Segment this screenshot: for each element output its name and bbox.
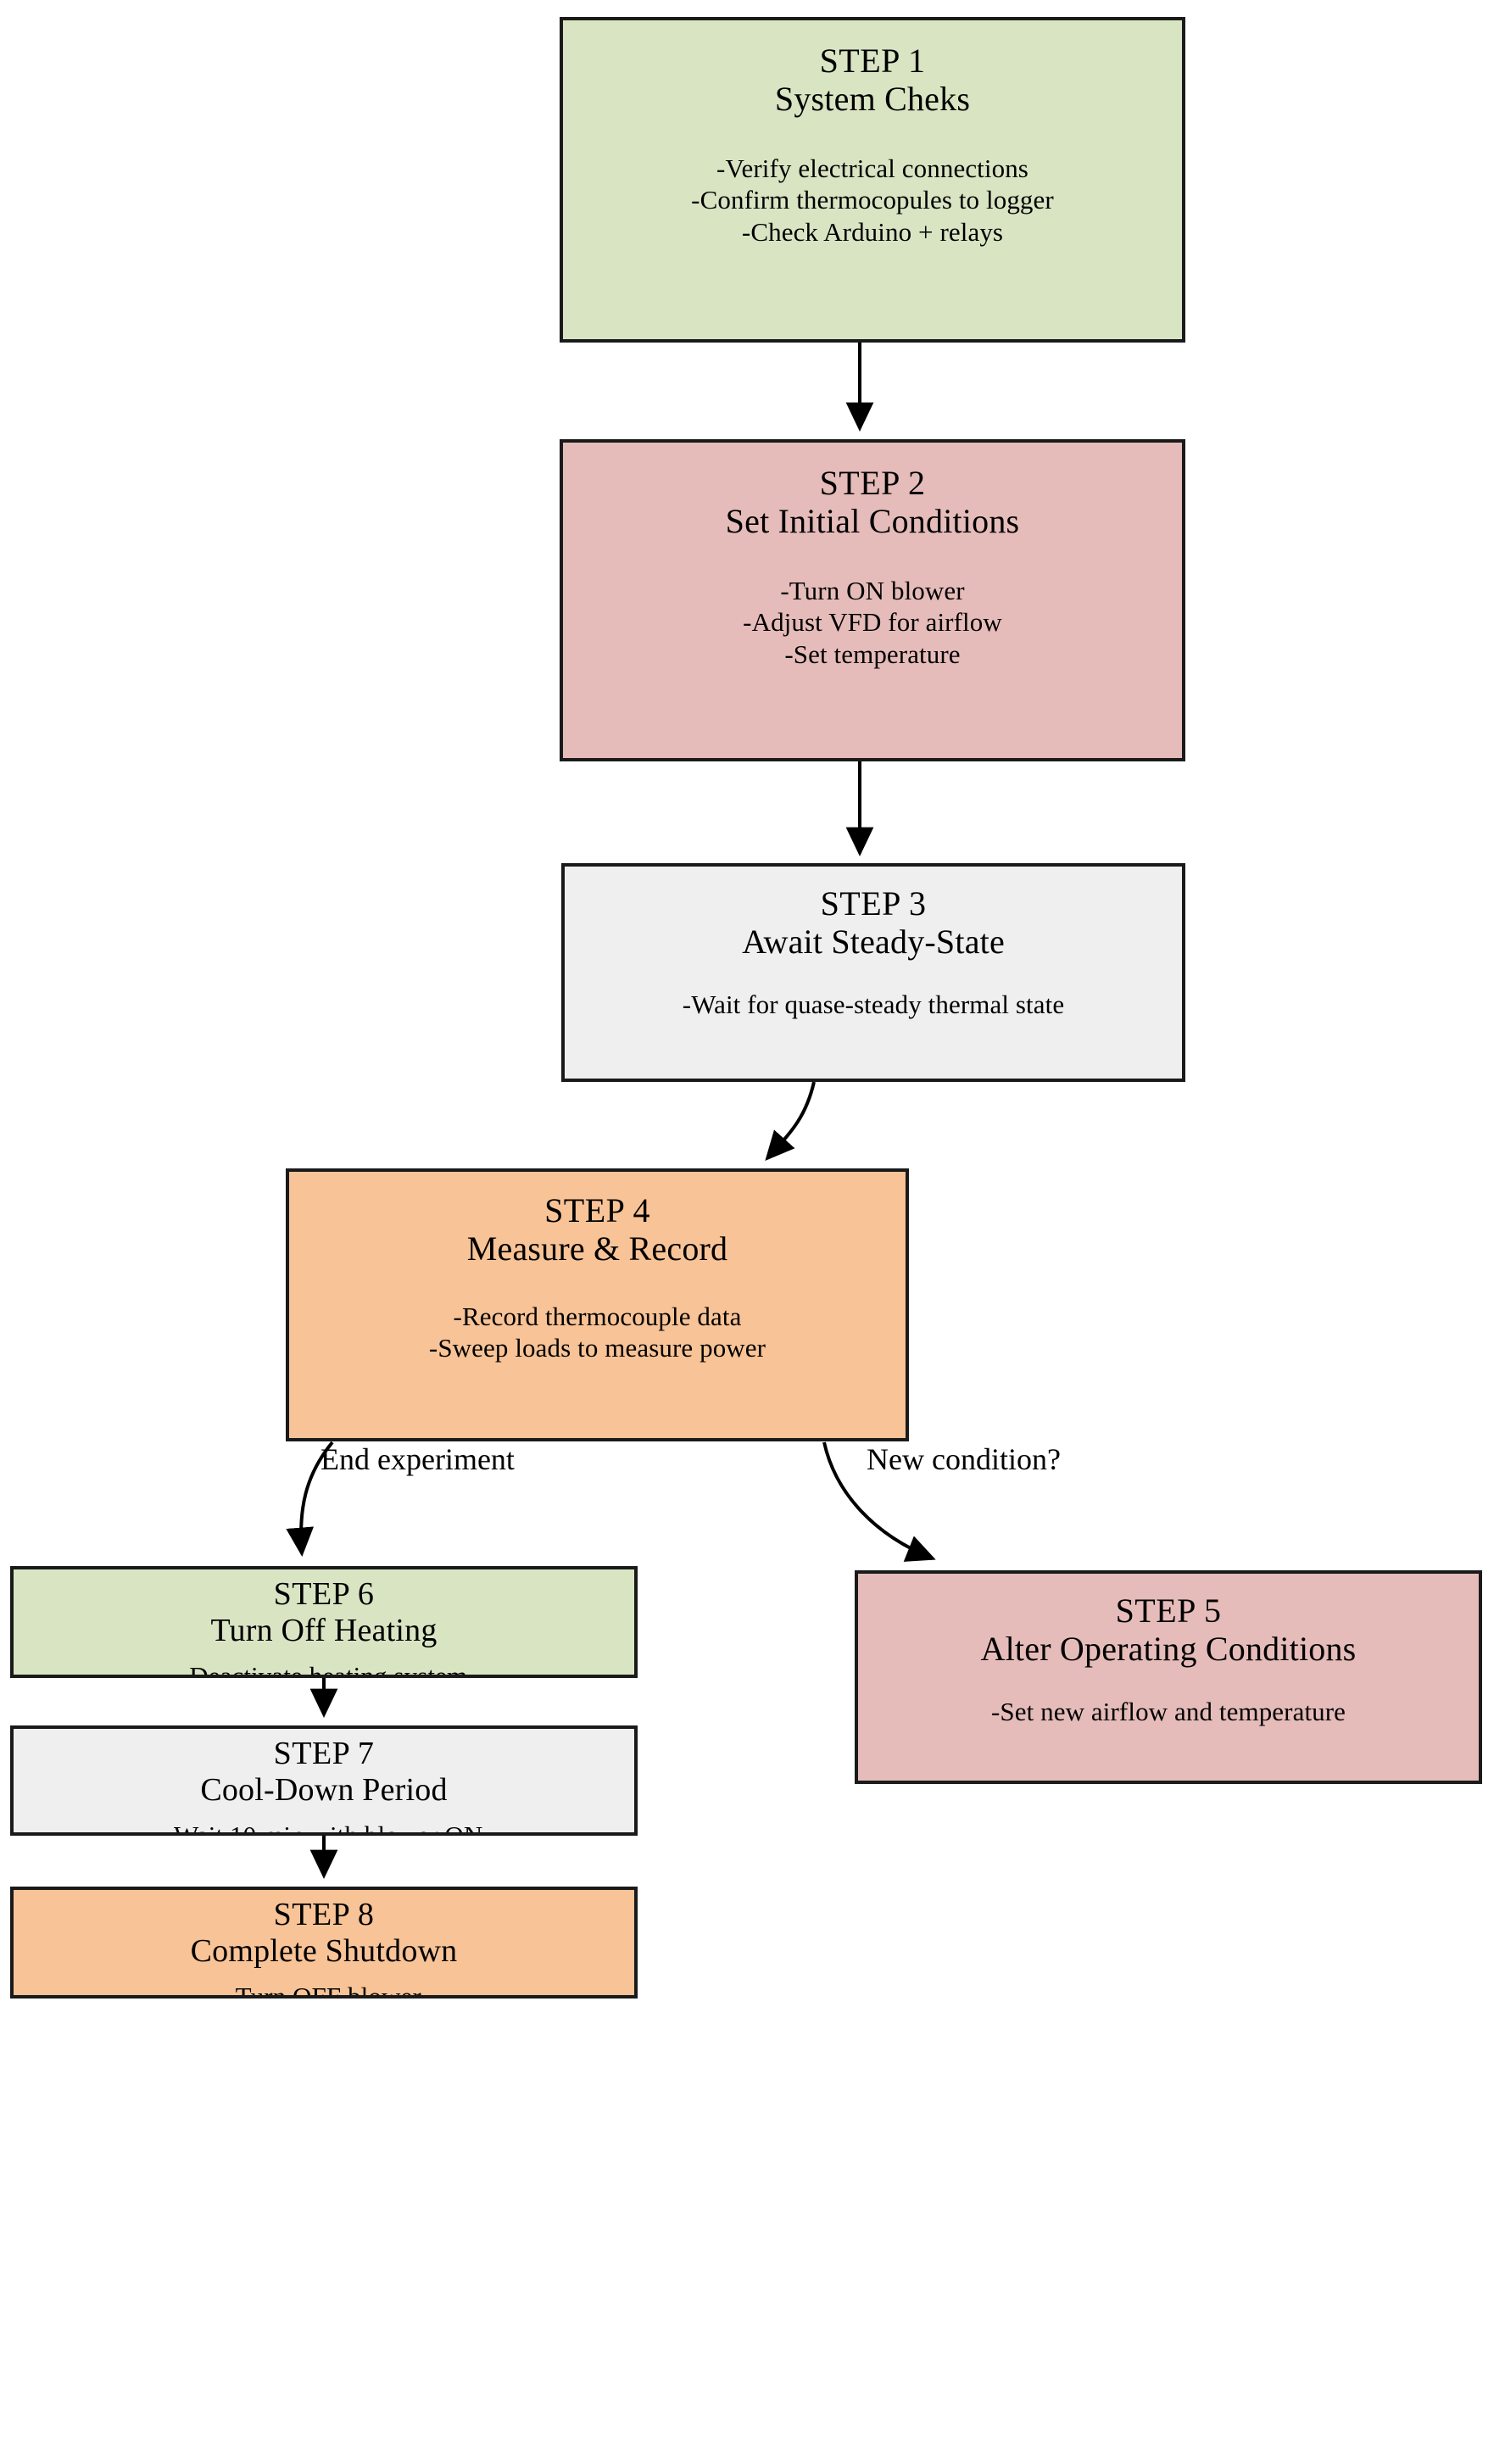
node-title-step7: STEP 7 Cool-Down Period [14,1736,634,1808]
node-step-id-step4: STEP 4 [544,1191,650,1229]
node-bullet: -Verify electrical connections [716,153,1028,183]
node-bullets-step2: -Turn ON blower -Adjust VFD for airflow … [563,575,1182,671]
edge-label-new-condition: New condition? [867,1442,1061,1476]
node-bullet: -Deactivate heating system [180,1661,468,1678]
flow-node-step2[interactable]: STEP 2 Set Initial Conditions -Turn ON b… [560,439,1185,761]
edge-label-end-experiment: End experiment [321,1442,515,1476]
flow-node-step3[interactable]: STEP 3 Await Steady-State -Wait for quas… [561,863,1185,1082]
node-step-id-step5: STEP 5 [1115,1592,1222,1630]
node-title-step4: STEP 4 Measure & Record [289,1191,906,1268]
node-bullets-step6: -Deactivate heating system [14,1660,634,1678]
flow-node-step7[interactable]: STEP 7 Cool-Down Period -Wait 10 min wit… [10,1725,638,1836]
node-bullets-step3: -Wait for quase-steady thermal state [565,989,1182,1021]
node-step-id-step6: STEP 6 [273,1576,375,1612]
node-bullets-step1: -Verify electrical connections -Confirm … [563,153,1182,248]
node-step-name-step2: Set Initial Conditions [725,501,1020,540]
node-title-step1: STEP 1 System Cheks [563,42,1182,119]
node-step-name-step6: Turn Off Heating [210,1612,438,1648]
node-bullets-step8: -Turn OFF blower [14,1981,634,1999]
flow-node-step8[interactable]: STEP 8 Complete Shutdown -Turn OFF blowe… [10,1887,638,1999]
node-bullets-step4: -Record thermocouple data -Sweep loads t… [289,1301,906,1365]
node-step-name-step4: Measure & Record [466,1229,728,1268]
node-step-name-step1: System Cheks [774,79,971,118]
node-bullets-step5: -Set new airflow and temperature [858,1696,1479,1728]
node-step-name-step3: Await Steady-State [742,922,1005,961]
flow-node-step5[interactable]: STEP 5 Alter Operating Conditions -Set n… [855,1570,1482,1784]
node-step-id-step2: STEP 2 [819,464,926,502]
node-step-name-step5: Alter Operating Conditions [980,1629,1357,1668]
node-bullet: -Wait for quase-steady thermal state [682,989,1065,1019]
node-step-id-step8: STEP 8 [273,1897,375,1932]
node-bullet: -Confirm thermocopules to logger [691,185,1054,215]
flow-node-step4[interactable]: STEP 4 Measure & Record -Record thermoco… [286,1168,909,1441]
node-bullet: -Turn OFF blower [226,1982,421,1999]
flow-node-step1[interactable]: STEP 1 System Cheks -Verify electrical c… [560,17,1185,343]
node-title-step8: STEP 8 Complete Shutdown [14,1897,634,1969]
node-bullet: -Sweep loads to measure power [428,1333,766,1363]
node-bullet: -Set new airflow and temperature [990,1696,1346,1726]
node-step-id-step7: STEP 7 [273,1736,375,1771]
node-title-step5: STEP 5 Alter Operating Conditions [858,1592,1479,1669]
node-title-step6: STEP 6 Turn Off Heating [14,1576,634,1648]
node-bullet: -Check Arduino + relays [741,217,1004,248]
node-bullet: -Adjust VFD for airflow [743,607,1002,638]
node-bullet: -Set temperature [784,639,961,670]
node-step-name-step8: Complete Shutdown [190,1932,458,1969]
node-step-name-step7: Cool-Down Period [200,1771,448,1808]
node-step-id-step1: STEP 1 [819,42,926,80]
node-bullets-step7: -Wait 10 min with blower ON [14,1820,634,1836]
flow-node-step6[interactable]: STEP 6 Turn Off Heating -Deactivate heat… [10,1566,638,1678]
node-bullet: -Turn ON blower [780,575,965,605]
node-title-step3: STEP 3 Await Steady-State [565,884,1182,962]
node-bullet: -Wait 10 min with blower ON [164,1820,483,1836]
node-title-step2: STEP 2 Set Initial Conditions [563,464,1182,541]
node-bullet: -Record thermocouple data [453,1301,742,1331]
node-step-id-step3: STEP 3 [820,884,927,923]
edge-step3-step4 [765,1081,816,1161]
